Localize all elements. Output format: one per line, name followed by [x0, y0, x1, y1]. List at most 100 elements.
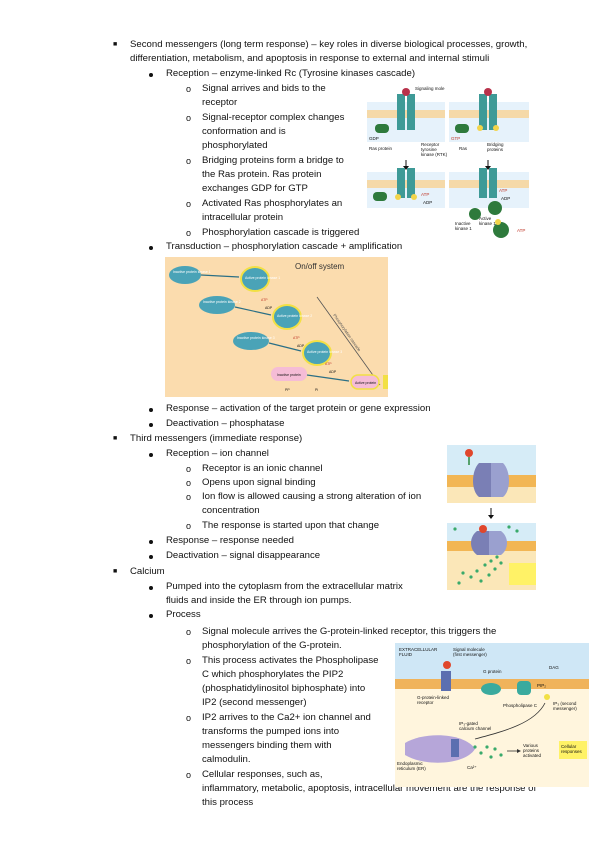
rtk-step: Activated Ras phosphorylates an: [202, 198, 343, 209]
svg-text:IP₃ (second: IP₃ (second: [553, 701, 577, 706]
svg-text:PIP₂: PIP₂: [537, 683, 546, 688]
svg-text:Ca²⁺: Ca²⁺: [467, 765, 477, 770]
transduction-heading: Transduction – phosphorylation cascade +…: [166, 241, 403, 252]
rtk-figure: Signaling mole GDP Ras protein Receptor …: [367, 80, 529, 240]
reception-ion-channel-heading: Reception – ion channel: [166, 448, 269, 459]
bullet-l2: [149, 73, 153, 77]
svg-text:Phospholipase C: Phospholipase C: [503, 703, 538, 708]
svg-text:Pi: Pi: [315, 388, 318, 392]
calcium-step: transforms the pumped ions into: [202, 726, 340, 737]
svg-text:ATP: ATP: [421, 192, 429, 197]
pumped-line2: fluids and inside the ER through ion pum…: [166, 595, 352, 606]
svg-text:ATP: ATP: [325, 362, 332, 366]
svg-text:receptor: receptor: [417, 700, 434, 705]
rtk-step: Phosphorylation cascade is triggered: [202, 227, 360, 238]
svg-text:ATP: ATP: [293, 336, 300, 340]
phosphorylation-cascade-figure: On/off system Phosphorylation cascade In…: [165, 257, 388, 397]
bullet-l2: [149, 540, 153, 544]
ion-channel-figure: [447, 445, 536, 590]
rtk-step: intracellular protein: [202, 212, 284, 223]
svg-text:Active: Active: [479, 216, 492, 221]
svg-text:Various: Various: [523, 743, 539, 748]
deactivation-heading: Deactivation – phosphatase: [166, 418, 285, 429]
second-messengers-line2: differentiation, metabolism, and apoptos…: [130, 53, 490, 64]
bullet-l3: o: [186, 770, 192, 780]
svg-text:Receptor: Receptor: [421, 142, 440, 147]
svg-text:kinase 1: kinase 1: [455, 226, 472, 231]
calcium-heading: Calcium: [130, 566, 165, 577]
bullet-l2: [149, 614, 153, 618]
svg-text:tyrosine: tyrosine: [421, 147, 437, 152]
rtk-step: the Ras protein. Ras protein: [202, 169, 322, 180]
ion-step: The response is started upon that change: [202, 520, 380, 531]
svg-text:kinase (RTK): kinase (RTK): [421, 152, 448, 157]
svg-text:ADP: ADP: [501, 196, 510, 201]
response-needed-heading: Response – response needed: [166, 535, 295, 546]
rtk-step: exchanges GDP for GTP: [202, 183, 308, 194]
svg-text:ATP: ATP: [517, 228, 525, 233]
svg-text:Signaling mole: Signaling mole: [415, 86, 445, 91]
calcium-step: IP2 arrives to the Ca2+ ion channel and: [202, 712, 371, 723]
calcium-signaling-figure: EXTRACELLULAR FLUID Signal molecule (fir…: [395, 643, 589, 787]
bullet-l3: o: [186, 156, 192, 166]
svg-text:ADP: ADP: [329, 370, 337, 374]
ion-step: concentration: [202, 505, 260, 516]
svg-text:G-protein-linked: G-protein-linked: [417, 695, 450, 700]
svg-text:ADP: ADP: [265, 306, 273, 310]
rtk-step: receptor: [202, 97, 238, 108]
bullet-l1: ■: [113, 435, 118, 442]
svg-text:EXTRACELLULAR: EXTRACELLULAR: [399, 647, 438, 652]
svg-text:Active protein: Active protein: [355, 381, 376, 385]
svg-text:Inactive protein kinase 3: Inactive protein kinase 3: [237, 336, 275, 340]
second-messengers-line1: Second messengers (long term response) –…: [130, 39, 528, 50]
bullet-l2: [149, 586, 153, 590]
rtk-step: phosphorylated: [202, 140, 268, 151]
svg-text:Bridging: Bridging: [487, 142, 504, 147]
svg-text:Inactive protein kinase 2: Inactive protein kinase 2: [203, 300, 241, 304]
calcium-step: Signal molecule arrives the G-protein-li…: [202, 626, 497, 637]
svg-text:ATP: ATP: [499, 188, 507, 193]
svg-text:Active protein kinase 1: Active protein kinase 1: [245, 276, 280, 280]
pumped-line1: Pumped into the cytoplasm from the extra…: [166, 581, 403, 592]
svg-text:Active protein kinase 3: Active protein kinase 3: [307, 350, 342, 354]
reception-heading: Reception – enzyme-linked Rc (Tyrosine k…: [166, 68, 416, 79]
bullet-l3: o: [186, 84, 192, 94]
svg-text:Inactive protein kinase 1: Inactive protein kinase 1: [173, 270, 211, 274]
calcium-step: this process: [202, 797, 254, 808]
deactivation-signal-heading: Deactivation – signal disappearance: [166, 550, 321, 561]
calcium-step: phosphorylation of the G-protein.: [202, 640, 342, 651]
svg-text:calcium channel: calcium channel: [459, 726, 491, 731]
calcium-step: (phosphatidylinositol biphosphate) into: [202, 683, 366, 694]
svg-text:messenger): messenger): [553, 706, 577, 711]
bullet-l3: o: [186, 713, 192, 723]
svg-text:Inactive protein: Inactive protein: [277, 373, 301, 377]
svg-text:On/off system: On/off system: [295, 262, 345, 271]
bullet-l2: [149, 423, 153, 427]
bullet-l2: [149, 246, 153, 250]
svg-text:DAG: DAG: [549, 665, 559, 670]
svg-text:GTP: GTP: [451, 136, 460, 141]
svg-text:proteins: proteins: [523, 748, 540, 753]
bullet-l2: [149, 453, 153, 457]
bullet-l3: o: [186, 521, 192, 531]
bullet-l1: ■: [113, 41, 118, 48]
svg-text:Ras protein: Ras protein: [369, 146, 393, 151]
third-messengers-heading: Third messengers (immediate response): [130, 433, 303, 444]
response-heading: Response – activation of the target prot…: [166, 403, 431, 414]
bullet-l2: [149, 555, 153, 559]
bullet-l3: o: [186, 464, 192, 474]
svg-text:Ras: Ras: [459, 146, 468, 151]
calcium-step: This process activates the Phospholipase: [202, 655, 379, 666]
rtk-step: conformation and is: [202, 126, 286, 137]
calcium-step: C which phosphorylates the PIP2: [202, 669, 344, 680]
bullet-l3: o: [186, 492, 192, 502]
calcium-step: calmodulin.: [202, 754, 251, 765]
svg-text:GDP: GDP: [369, 136, 379, 141]
svg-text:ATP: ATP: [261, 298, 268, 302]
svg-text:Cellular: Cellular: [561, 744, 577, 749]
rtk-step: Signal-receptor complex changes: [202, 112, 345, 123]
svg-text:Signal molecule: Signal molecule: [453, 647, 485, 652]
svg-text:ADP: ADP: [297, 344, 305, 348]
calcium-step: Cellular responses, such as,: [202, 769, 323, 780]
svg-text:responses: responses: [561, 749, 583, 754]
